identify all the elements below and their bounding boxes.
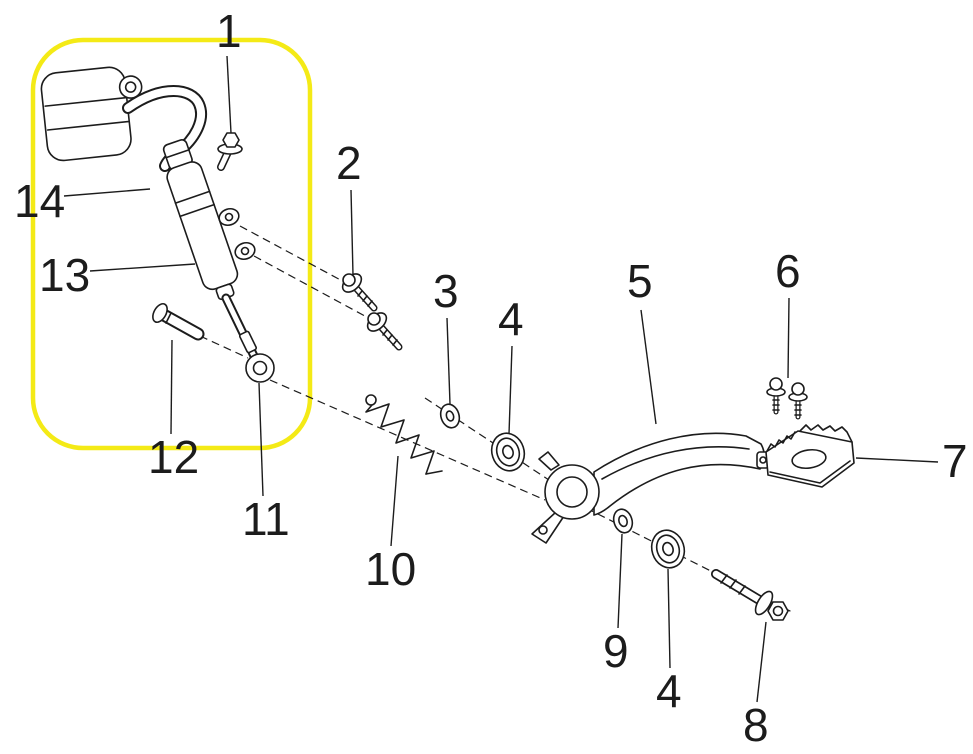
callout-8: 8 bbox=[743, 699, 769, 751]
callout-13: 13 bbox=[39, 249, 91, 301]
assembly-axis-spring bbox=[269, 379, 546, 501]
callout-10: 10 bbox=[365, 543, 417, 595]
assembly-axis-flange-bolt-b bbox=[253, 255, 377, 323]
part-pin-12 bbox=[152, 302, 205, 341]
callout-2: 2 bbox=[336, 137, 362, 189]
part-bolts-2 bbox=[341, 273, 403, 351]
part-spring-10 bbox=[365, 394, 443, 475]
part-pedal-arm-5 bbox=[531, 432, 766, 544]
part-rod-end-11 bbox=[238, 330, 275, 383]
leader-line-10 bbox=[390, 455, 399, 547]
part-bolt-6b bbox=[788, 382, 808, 420]
leader-line-4b bbox=[667, 568, 671, 669]
callout-9: 9 bbox=[603, 625, 629, 677]
leader-line-13 bbox=[89, 263, 196, 272]
part-bolt-6a bbox=[766, 377, 786, 415]
leader-lines bbox=[63, 55, 939, 703]
leader-line-3 bbox=[446, 317, 451, 405]
part-bolt-2a bbox=[341, 273, 378, 312]
callout-6: 6 bbox=[775, 245, 801, 297]
part-bearing-4a bbox=[490, 432, 526, 472]
part-reservoir-14 bbox=[40, 66, 143, 162]
leader-line-6 bbox=[787, 297, 790, 379]
leader-line-1 bbox=[226, 55, 232, 134]
part-bolt-2b bbox=[366, 312, 403, 351]
part-bolts-6 bbox=[766, 377, 808, 420]
part-bolt-8 bbox=[711, 569, 789, 621]
part-bolt-1 bbox=[217, 132, 243, 171]
assembly-axis-flange-bolt-a bbox=[239, 225, 349, 285]
leader-line-12 bbox=[170, 339, 173, 435]
callout-14: 14 bbox=[14, 175, 66, 227]
callout-12: 12 bbox=[148, 431, 200, 483]
part-spacer-9 bbox=[612, 508, 634, 534]
assembly-axes bbox=[199, 225, 793, 613]
callout-4a: 4 bbox=[498, 293, 524, 345]
leader-line-9 bbox=[617, 533, 623, 629]
part-washer-3 bbox=[439, 403, 461, 429]
leader-line-14 bbox=[63, 188, 151, 197]
callout-1: 1 bbox=[216, 5, 242, 57]
callout-5: 5 bbox=[627, 255, 653, 307]
part-footpeg-7 bbox=[756, 424, 855, 488]
part-master-cylinder-13 bbox=[162, 139, 259, 361]
part-bearing-4b bbox=[650, 529, 686, 569]
callout-7: 7 bbox=[942, 435, 968, 487]
highlight-box bbox=[30, 37, 313, 451]
assembly-axis-pin bbox=[199, 335, 249, 359]
leader-line-8 bbox=[756, 621, 767, 703]
leader-line-5 bbox=[640, 309, 657, 425]
leader-line-7 bbox=[855, 457, 939, 463]
callout-11: 11 bbox=[242, 493, 290, 545]
leader-line-2 bbox=[350, 189, 354, 276]
leader-line-4a bbox=[508, 345, 513, 435]
leader-line-11 bbox=[258, 382, 264, 497]
callout-3: 3 bbox=[433, 265, 459, 317]
callout-4b: 4 bbox=[656, 665, 682, 717]
